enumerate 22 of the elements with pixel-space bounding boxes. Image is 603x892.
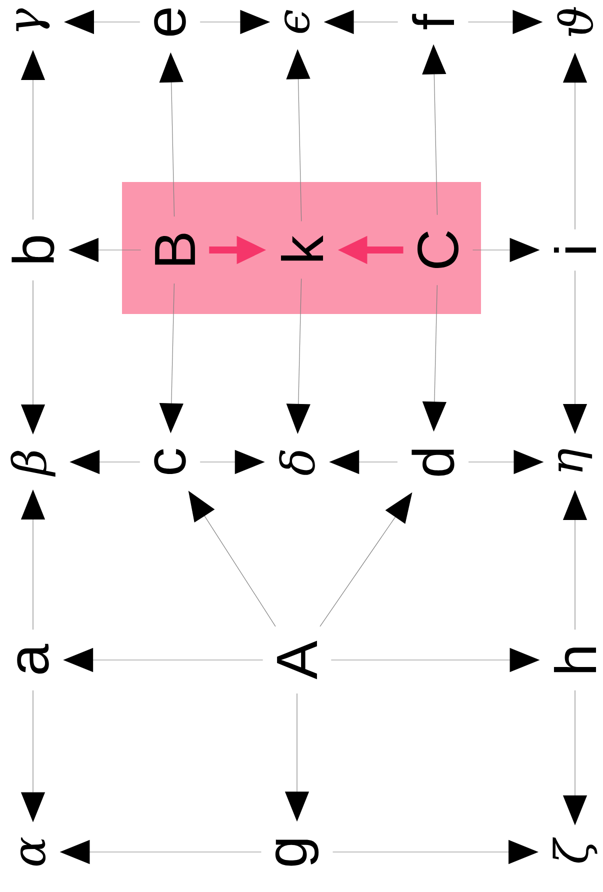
letter: α [20,837,46,866]
letter: f [412,14,454,30]
letter: b [12,236,54,262]
letter: c [154,449,186,474]
letter: i [554,247,596,253]
letter: B [155,234,195,265]
letter: ϵ [284,10,310,33]
letter: A [277,640,317,680]
letter: γ [16,8,50,32]
letter: g [275,840,319,866]
letter: e [154,8,186,36]
highlight-box [122,182,481,314]
letter: k [280,235,324,261]
letter: ζ [552,837,598,863]
letter: ϑ [557,7,594,36]
letter: β [10,450,56,477]
letter: C [417,231,459,268]
letter: h [554,648,596,672]
letter: d [412,450,454,476]
letter: a [17,644,49,674]
letter: δ [279,450,315,475]
letter: η [558,449,592,472]
